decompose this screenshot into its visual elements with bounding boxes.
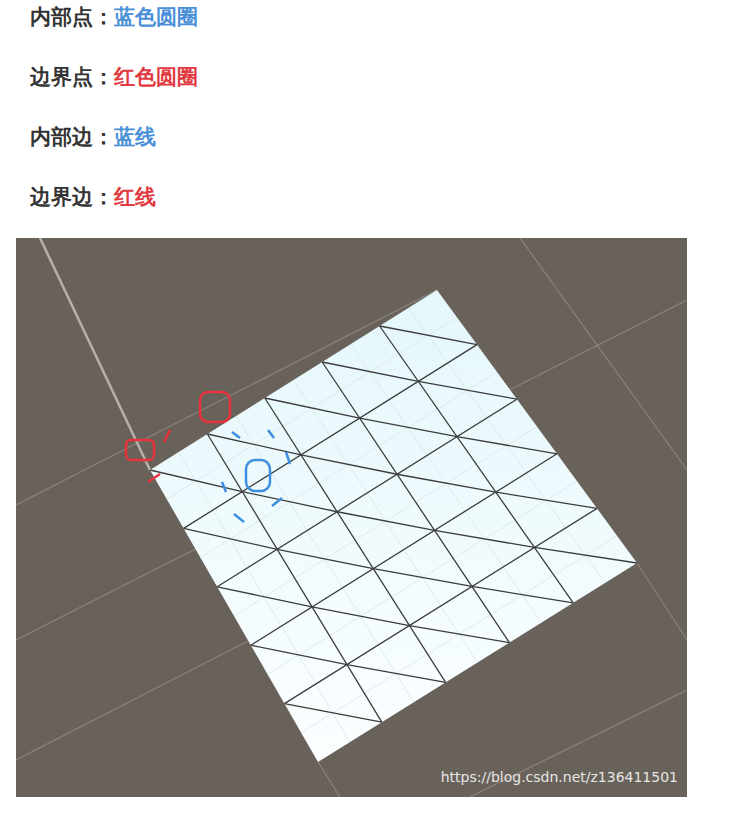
mesh-edge	[322, 362, 418, 381]
mesh-edge	[534, 547, 637, 563]
mesh-edge	[380, 326, 574, 603]
legend-value: 蓝线	[114, 125, 156, 149]
boundary-edge-mark	[148, 474, 160, 482]
scene-grid-line	[40, 238, 150, 470]
boundary-point-mark	[200, 392, 230, 422]
mesh-edge	[373, 569, 472, 587]
mesh-edge	[184, 528, 278, 549]
interior-edge-mark	[232, 432, 240, 438]
interior-point-mark	[246, 460, 270, 491]
mesh-edge	[409, 626, 509, 643]
interior-edge-mark	[222, 482, 226, 492]
mesh-edge	[457, 437, 557, 454]
mesh-edge	[284, 508, 597, 703]
mesh-edge	[207, 434, 381, 722]
legend-value: 红线	[114, 185, 156, 209]
mesh-edge	[242, 492, 337, 512]
mesh-edge	[418, 381, 517, 399]
sub-grid-line	[408, 308, 605, 583]
mesh-edge	[312, 607, 409, 626]
sub-grid-line	[351, 344, 541, 623]
legend-line: 内部点：蓝色圆圈	[30, 2, 198, 32]
legend-term: 边界边：	[30, 185, 114, 209]
interior-edge-mark	[268, 430, 274, 438]
mesh-edge	[251, 645, 347, 664]
legend-line: 边界点：红色圆圈	[30, 62, 198, 92]
legend-term: 内部边：	[30, 125, 114, 149]
mesh-edge	[347, 665, 446, 683]
boundary-edge-mark	[164, 430, 170, 442]
scene-grid-line	[520, 238, 687, 470]
legend-term: 边界点：	[30, 65, 114, 89]
legend-value: 红色圆圈	[114, 65, 198, 89]
mesh-edge	[217, 587, 312, 607]
interior-edge-mark	[234, 514, 244, 522]
scene-grid-line	[16, 640, 250, 760]
watermark: https://blog.csdn.net/z136411501	[441, 768, 678, 786]
mesh-edge	[284, 704, 381, 723]
plane-mesh	[150, 290, 637, 762]
mesh-edge	[496, 492, 597, 508]
scene-axis-line	[40, 238, 150, 470]
scene-grid-line	[637, 563, 687, 640]
boundary-point-mark	[126, 440, 154, 460]
legend-value: 蓝色圆圈	[114, 5, 198, 29]
legend-line: 边界边：红线	[30, 182, 156, 212]
mesh-edge	[322, 362, 509, 643]
scene-background	[16, 238, 687, 797]
mesh-edge	[380, 326, 477, 345]
mesh-edge	[301, 455, 397, 474]
mesh-edge	[397, 474, 496, 492]
mesh-edge	[337, 512, 434, 531]
mesh-edge	[277, 549, 373, 568]
interior-edge-mark	[286, 452, 290, 464]
sub-grid-line	[179, 452, 350, 742]
interior-edge-mark	[272, 498, 282, 506]
mesh-edge	[472, 586, 573, 602]
legend-line: 内部边：蓝线	[30, 122, 156, 152]
sub-grid-line	[301, 536, 617, 733]
mesh-edge	[150, 470, 242, 492]
mesh-edge	[265, 398, 446, 682]
legend-term: 内部点：	[30, 5, 114, 29]
mesh-edge	[360, 418, 457, 437]
scene-grid-line	[318, 762, 340, 797]
mesh-edge	[265, 398, 360, 418]
mesh-edge	[435, 530, 535, 547]
